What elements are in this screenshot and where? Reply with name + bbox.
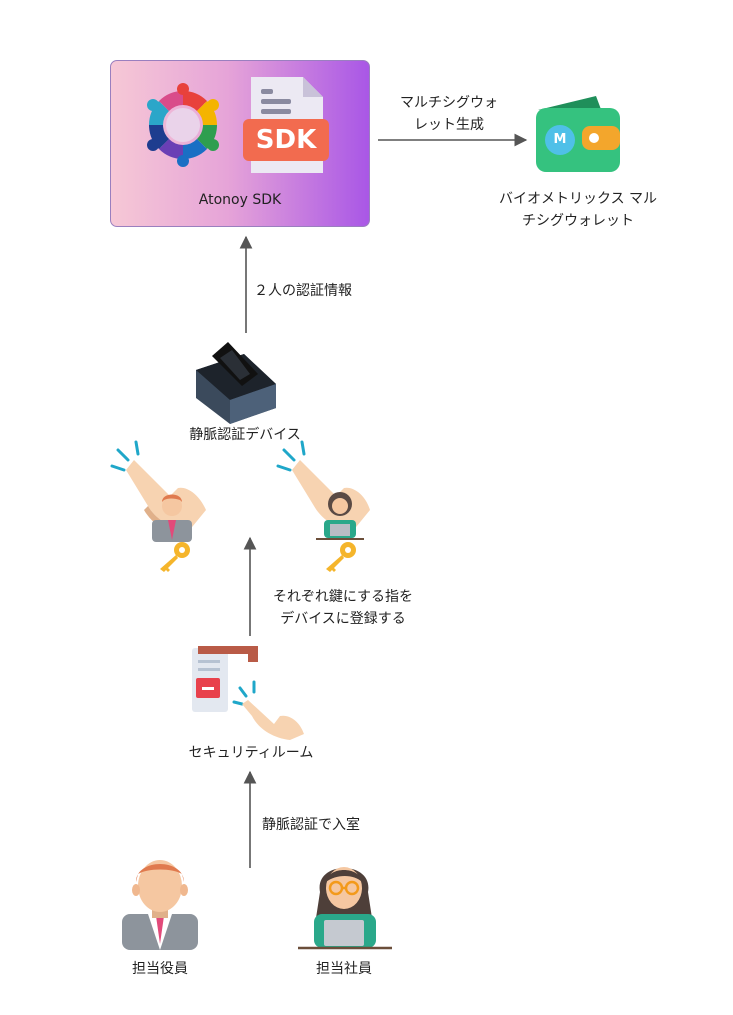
executive-avatar-icon bbox=[122, 860, 198, 950]
sdk-badge-text: SDK bbox=[255, 125, 317, 155]
employee-label: 担当社員 bbox=[316, 961, 372, 977]
security-room-label: セキュリティルーム bbox=[188, 745, 314, 761]
sdk-box: SDK Atonoy SDK bbox=[110, 60, 370, 227]
employee-finger-icon bbox=[276, 440, 370, 540]
wallet-badge-text: M bbox=[553, 132, 567, 147]
edge-label-create-wallet-line1: マルチシグウォ bbox=[400, 95, 498, 111]
wallet-label-line1: バイオメトリックス マル bbox=[498, 191, 658, 207]
edge-label-register-line1: それぞれ鍵にする指を bbox=[272, 589, 414, 605]
employee-avatar-icon bbox=[298, 867, 392, 950]
employee-key-icon bbox=[326, 542, 356, 572]
edge-label-auth-info: ２人の認証情報 bbox=[254, 283, 352, 299]
edge-label-create-wallet-line2: レット生成 bbox=[414, 117, 484, 133]
device-label: 静脈認証デバイス bbox=[189, 427, 301, 443]
vein-device-icon bbox=[196, 342, 276, 424]
security-door-icon bbox=[192, 646, 304, 740]
executive-key-icon bbox=[160, 542, 190, 572]
sdk-document-icon bbox=[243, 77, 329, 173]
executive-label: 担当役員 bbox=[132, 961, 188, 977]
edge-label-register-line2: デバイスに登録する bbox=[280, 611, 406, 627]
wallet-label-line2: チシグウォレット bbox=[522, 213, 634, 229]
sdk-label: Atonoy SDK bbox=[198, 192, 282, 208]
executive-finger-icon bbox=[110, 440, 206, 542]
gear-logo-icon bbox=[147, 83, 219, 167]
edge-label-enter-room: 静脈認証で入室 bbox=[262, 817, 360, 833]
wallet-icon bbox=[536, 96, 620, 172]
